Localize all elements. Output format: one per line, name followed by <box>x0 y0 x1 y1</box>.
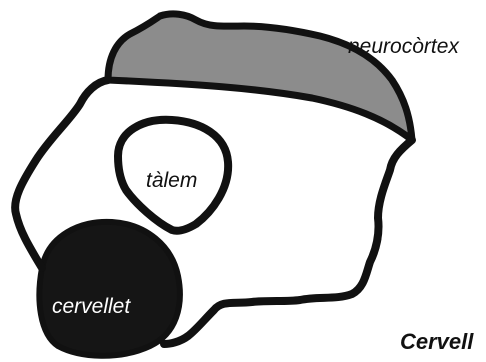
cerebellum-label: cervellet <box>52 296 130 317</box>
diagram-title: Cervell <box>400 331 473 353</box>
cerebellum-region <box>39 222 179 356</box>
neurocortex-label: neurocòrtex <box>348 36 459 57</box>
thalamus-label: tàlem <box>146 170 197 191</box>
